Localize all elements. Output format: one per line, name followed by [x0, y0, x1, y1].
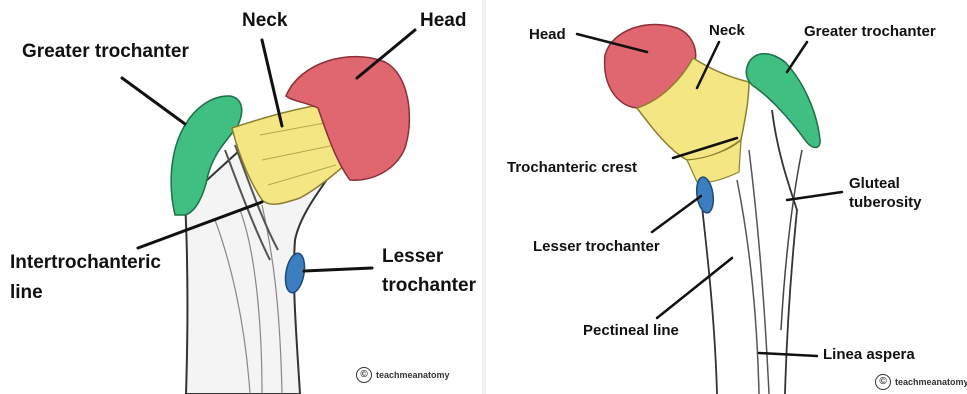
leader-greater-trochanter-right — [787, 42, 807, 72]
greater-trochanter-shape-posterior — [746, 54, 820, 148]
label-greater-trochanter: Greater trochanter — [22, 41, 189, 63]
gluteal-tuberosity-ridge — [781, 150, 802, 330]
watermark-left-text: teachmeanatomy — [376, 370, 450, 380]
label-gluteal-tuberosity-2: tuberosity — [849, 194, 922, 211]
linea-aspera-ridges — [737, 150, 769, 394]
label-neck: Neck — [242, 10, 287, 32]
leader-lesser-trochanter-right — [652, 196, 701, 232]
watermark-right-text: teachmeanatomy — [895, 377, 967, 387]
label-lesser-trochanter-2: trochanter — [382, 275, 476, 297]
posterior-view-panel: Head Neck Greater trochanter Trochanteri… — [487, 0, 967, 394]
label-neck-right: Neck — [709, 22, 745, 39]
watermark-right: © teachmeanatomy — [875, 374, 967, 390]
label-linea-aspera: Linea aspera — [823, 346, 915, 363]
label-gluteal-tuberosity-1: Gluteal — [849, 175, 922, 192]
leader-neck — [262, 40, 282, 126]
label-greater-trochanter-right: Greater trochanter — [804, 23, 936, 40]
label-head: Head — [420, 10, 466, 32]
copyright-icon-right: © — [875, 374, 891, 390]
copyright-icon: © — [356, 367, 372, 383]
label-lesser-trochanter: Lesser trochanter — [382, 246, 476, 297]
anterior-view-panel: Greater trochanter Neck Head Intertrocha… — [0, 0, 481, 394]
label-trochanteric-crest: Trochanteric crest — [507, 159, 637, 176]
label-intertrochanteric-line: Intertrochanteric line — [10, 252, 161, 304]
watermark-left: © teachmeanatomy — [356, 367, 450, 383]
leader-pectineal-line — [657, 258, 732, 318]
label-lesser-trochanter-right: Lesser trochanter — [533, 238, 660, 255]
leader-greater-trochanter — [122, 78, 185, 124]
label-lesser-trochanter-1: Lesser — [382, 246, 476, 268]
label-intertrochanteric-line-1: Intertrochanteric — [10, 252, 161, 274]
label-head-right: Head — [529, 26, 566, 43]
leader-lesser-trochanter — [304, 268, 372, 271]
leader-gluteal-tuberosity — [787, 192, 842, 200]
label-pectineal-line: Pectineal line — [583, 322, 679, 339]
panel-divider — [482, 0, 486, 394]
label-gluteal-tuberosity: Gluteal tuberosity — [849, 175, 922, 212]
label-intertrochanteric-line-2: line — [10, 282, 161, 304]
